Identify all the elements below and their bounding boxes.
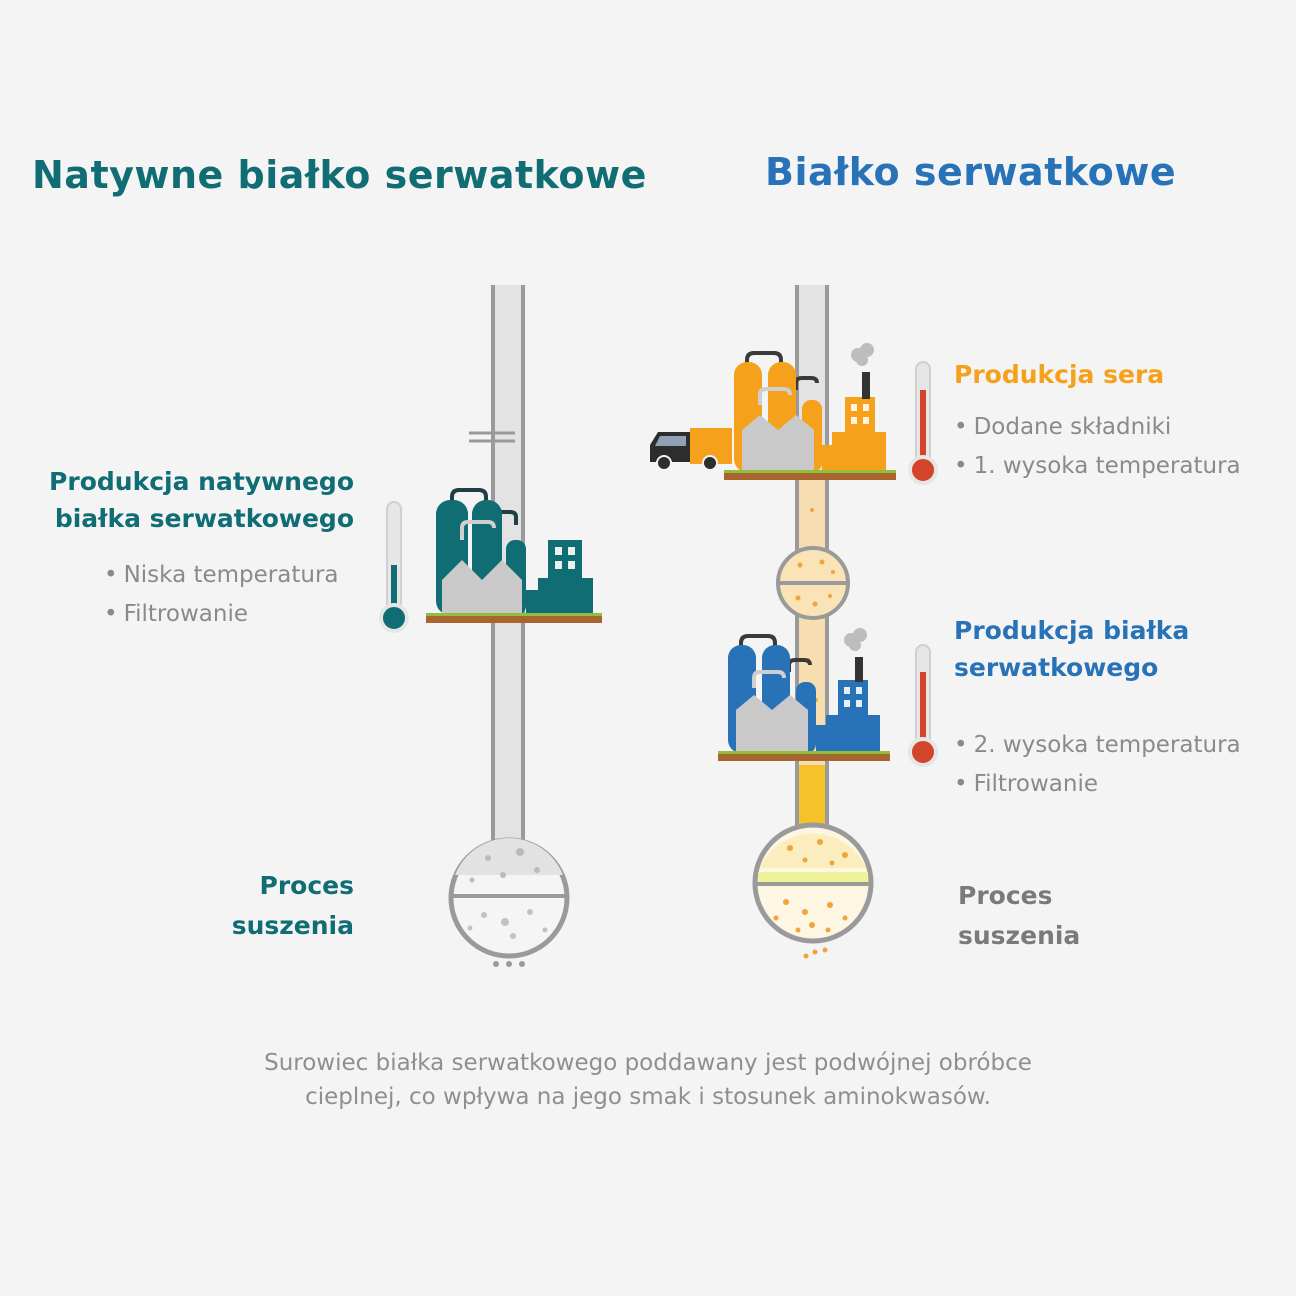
list-item: •2. wysoka temperatura: [954, 732, 1241, 758]
footer-line2: cieplnej, co wpływa na jego smak i stosu…: [305, 1084, 991, 1110]
left-drying-label: Proces suszenia: [150, 866, 354, 946]
right-title: Białko serwatkowe: [765, 150, 1177, 194]
right-drying-label: Proces suszenia: [958, 876, 1080, 956]
footer-line1: Surowiec białka serwatkowego poddawany j…: [264, 1050, 1032, 1076]
right-mid-chamber-icon: [776, 546, 850, 620]
right-dryer-icon: [752, 822, 874, 959]
left-stage-heading: Produkcja natywnego białka serwatkowego: [18, 463, 354, 537]
left-drying-label-line1: Proces: [259, 871, 354, 900]
list-item: •Dodane składniki: [954, 414, 1172, 440]
whey-production-heading-line2: serwatkowego: [954, 653, 1159, 682]
list-item: •Niska temperatura: [104, 562, 339, 588]
truck-icon: [650, 428, 732, 471]
whey-production-heading-line1: Produkcja białka: [954, 616, 1190, 645]
right-drying-label-line1: Proces: [958, 881, 1053, 910]
list-item: •Filtrowanie: [104, 601, 248, 627]
whey-production-bullets: •2. wysoka temperatura •Filtrowanie: [954, 726, 1241, 804]
right-drying-label-line2: suszenia: [958, 921, 1081, 950]
thermometer-icon-1: [908, 361, 938, 485]
left-title: Natywne białko serwatkowe: [32, 153, 647, 197]
left-thermometer-icon: [379, 501, 409, 633]
left-bullet-list: •Niska temperatura •Filtrowanie: [104, 556, 339, 634]
left-stage-heading-line1: Produkcja natywnego: [49, 467, 354, 496]
cheese-production-heading: Produkcja sera: [954, 360, 1165, 389]
left-dryer-icon: [448, 837, 570, 967]
left-factory-icon: [426, 488, 602, 623]
cheese-factory-icon: [724, 343, 896, 480]
list-item: •Filtrowanie: [954, 771, 1098, 797]
footer-caption: Surowiec białka serwatkowego poddawany j…: [148, 1046, 1148, 1114]
whey-production-heading: Produkcja białka serwatkowego: [954, 612, 1189, 686]
left-stage-heading-line2: białka serwatkowego: [54, 504, 354, 533]
list-item: •1. wysoka temperatura: [954, 453, 1241, 479]
whey-factory-icon: [718, 628, 890, 761]
cheese-production-bullets: •Dodane składniki •1. wysoka temperatura: [954, 408, 1241, 486]
left-drying-label-line2: suszenia: [231, 911, 354, 940]
thermometer-icon-2: [908, 644, 938, 767]
